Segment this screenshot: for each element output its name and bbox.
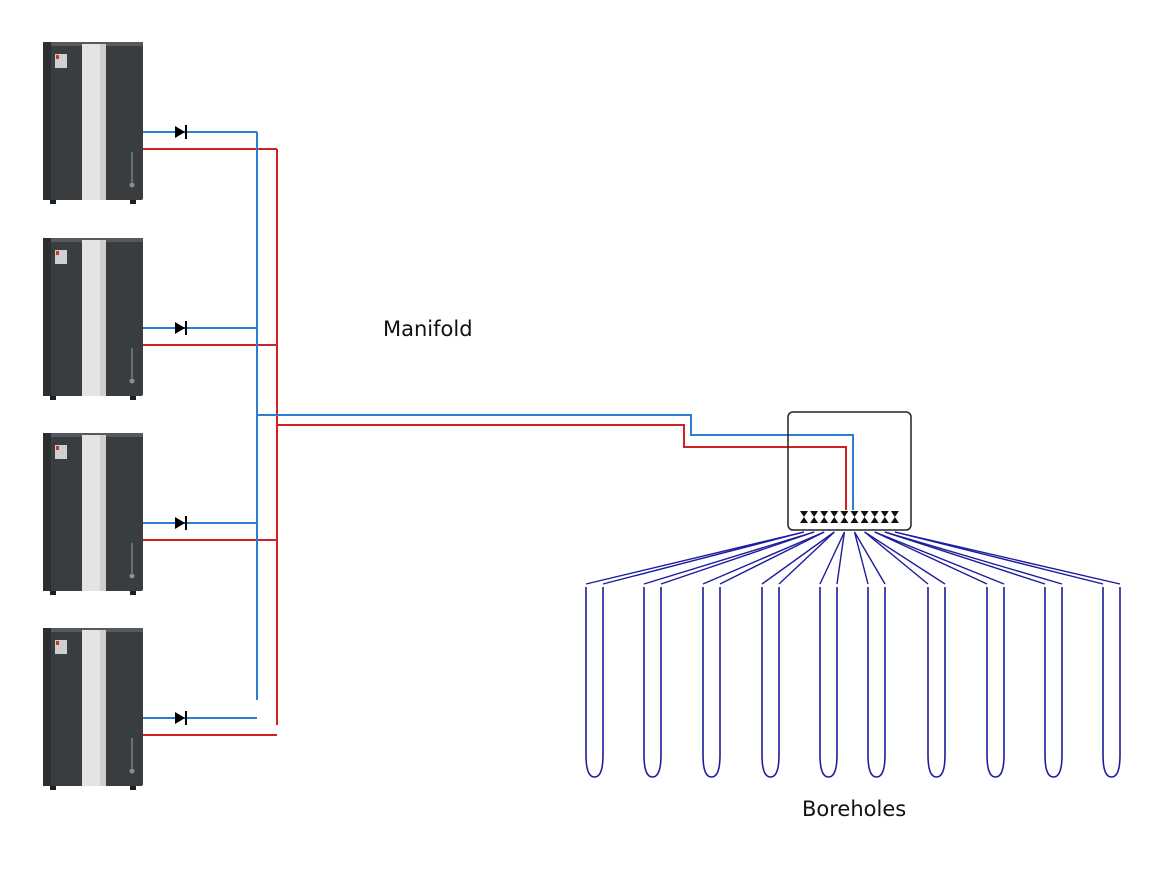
u-tube [702,587,721,778]
check-valve-icon [175,321,187,335]
borehole-loop [819,531,846,778]
u-tube [761,587,780,778]
unit-panel-shade [100,240,106,396]
unit-logo [131,348,133,378]
heat-pump-units [43,42,143,790]
manifold-valve-icon [870,511,879,523]
unit-logo-mark [129,378,135,384]
manifold-valve-icon [840,511,849,523]
manifold-valve-icon [830,511,839,523]
borehole-loop [894,531,1121,778]
unit-logo-mark [129,573,135,579]
loop-supply-line [585,531,805,585]
borehole-loops [585,531,1121,778]
boreholes-label: Boreholes [802,797,907,821]
manifold-valve-icon [820,511,829,523]
unit-side-shade [43,42,51,200]
loop-return-line [836,531,846,585]
unit-indicator [56,251,59,255]
loop-supply-line [643,531,815,585]
borehole-loop [874,531,1005,778]
check-valve-icon [175,516,187,530]
unit-side-shade [43,628,51,786]
u-tube [1102,587,1121,778]
unit-foot [50,396,56,400]
return-main-pipe [277,424,847,510]
loop-return-line [853,531,886,585]
loop-return-line [884,531,1063,585]
u-tube [867,587,886,778]
unit-foot [50,591,56,595]
unit-logo [131,543,133,573]
loop-supply-line [761,531,835,585]
manifold-valve-icon [860,511,869,523]
unit-logo-mark [129,768,135,774]
unit-side-shade [43,433,51,591]
unit-foot [130,200,136,204]
loop-return-line [719,531,825,585]
unit-indicator [56,55,59,59]
u-tube [986,587,1005,778]
borehole-loop [853,531,886,778]
unit-foot [50,200,56,204]
unit-indicator [56,641,59,645]
heat-pump-3 [43,433,143,595]
manifold-valve-icon [890,511,899,523]
manifold-box [787,411,912,531]
loop-supply-line [819,531,846,585]
loop-return-line [602,531,805,585]
loop-supply-line [702,531,825,585]
u-tube [585,587,604,778]
unit-logo-mark [129,182,135,188]
loop-supply-line [864,531,929,585]
unit-foot [130,591,136,595]
unit-foot [130,396,136,400]
borehole-loop [864,531,946,778]
loop-return-line [894,531,1121,585]
u-tube [1044,587,1063,778]
manifold-valve-icon [880,511,889,523]
loop-supply-line [853,531,869,585]
unit-indicator [56,446,59,450]
manifold-valve-icon [850,511,859,523]
header-pipes [143,125,854,736]
unit-foot [50,786,56,790]
loop-supply-line [874,531,988,585]
unit-logo [131,152,133,182]
loop-return-line [660,531,815,585]
u-tube [643,587,662,778]
u-tube [819,587,838,778]
unit-panel-shade [100,44,106,200]
manifold-valve-icon [800,511,808,523]
heat-pump-2 [43,238,143,400]
heat-pump-4 [43,628,143,790]
loop-return-line [778,531,835,585]
loop-supply-line [884,531,1046,585]
unit-foot [130,786,136,790]
borehole-loop [643,531,815,778]
unit-side-shade [43,238,51,396]
flow-main-pipe [257,414,854,510]
borehole-loop [761,531,835,778]
loop-return-line [864,531,946,585]
check-valve-icon [175,125,187,139]
manifold-valve-icon [810,511,819,523]
manifold-label: Manifold [383,317,473,341]
loop-return-line [874,531,1005,585]
unit-panel-shade [100,435,106,591]
borehole-loop [585,531,805,778]
heat-pump-1 [43,42,143,204]
borehole-loop [702,531,825,778]
manifold [787,411,912,531]
borehole-loop [884,531,1063,778]
unit-panel-shade [100,630,106,786]
unit-logo [131,738,133,768]
u-tube [927,587,946,778]
check-valve-icon [175,711,187,725]
